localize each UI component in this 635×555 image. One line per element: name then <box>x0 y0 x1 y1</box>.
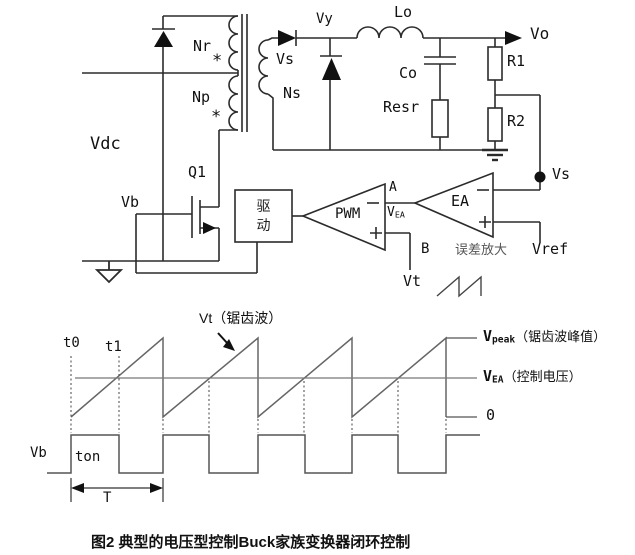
co-label: Co <box>399 64 418 82</box>
vea-level-label: VEA（控制电压） <box>483 367 582 386</box>
nr-winding-label: Nr <box>193 37 212 55</box>
r2-label: R2 <box>507 112 526 130</box>
lo-label: Lo <box>394 3 413 21</box>
r1-label: R1 <box>507 52 526 70</box>
t1-label: t1 <box>105 339 122 355</box>
vref-label: Vref <box>532 240 569 258</box>
vo-arrow-icon <box>505 31 522 45</box>
np-winding-label: Np <box>192 88 211 106</box>
error-amp-label: 误差放大 <box>455 242 508 257</box>
t0-label: t0 <box>63 335 80 351</box>
vb-pulse-waveform <box>47 434 480 474</box>
vdc-label: Vdc <box>90 134 121 154</box>
period-dimension <box>70 478 164 502</box>
vea-node-label: VEA <box>387 205 405 220</box>
error-amplifier-icon <box>412 171 541 243</box>
ea-label: EA <box>451 192 470 210</box>
secondary-rectifier-diode-icon <box>278 30 357 46</box>
inductor-lo-icon <box>356 26 424 39</box>
vy-node-label: Vy <box>316 11 333 27</box>
vs-winding-label: Vs <box>276 50 295 68</box>
input-a-label: A <box>389 180 397 195</box>
freewheeling-diode-icon <box>320 38 342 150</box>
nr-polarity-star: * <box>212 51 223 71</box>
vs-feedback-label: Vs <box>552 165 571 183</box>
gate-drive-wiring <box>135 213 258 274</box>
zero-level-label: 0 <box>486 406 496 424</box>
primary-side-wiring <box>82 15 239 262</box>
drive-box-label: 驱 动 <box>256 198 271 233</box>
sawtooth-glyph-icon <box>436 275 482 298</box>
timing-guides <box>70 356 447 433</box>
ns-winding-label: Ns <box>283 84 302 102</box>
ton-label: ton <box>75 449 101 465</box>
output-filter <box>273 26 505 151</box>
capacitor-co-icon <box>424 56 456 65</box>
feedback-divider <box>487 38 541 190</box>
ground-left-icon <box>94 261 124 284</box>
vb-node-label: Vb <box>121 193 140 211</box>
period-t-label: T <box>103 490 112 506</box>
sawtooth-callout-label: Vt（锯齿波） <box>199 310 283 326</box>
np-polarity-star: * <box>211 107 222 127</box>
resistor-r2-icon <box>487 107 503 142</box>
vpeak-label: Vpeak（锯齿波峰值） <box>483 327 607 346</box>
sawtooth-waveform <box>70 336 447 419</box>
input-b-label: B <box>421 241 430 257</box>
vt-callout-arrow-icon <box>217 332 235 351</box>
figure-caption: 图2 典型的电压型控制Buck家族变换器闭环控制 <box>91 534 411 551</box>
transformer-icon <box>218 14 278 207</box>
ground-earth-icon <box>482 148 508 162</box>
pwm-comparator-icon <box>292 182 415 270</box>
pwm-label: PWM <box>335 206 361 222</box>
resistor-resr-icon <box>431 99 449 138</box>
mosfet-q1-icon <box>191 196 220 261</box>
resistor-r1-icon <box>487 46 503 81</box>
reset-diode-icon <box>154 31 173 47</box>
vs-node-dot <box>534 171 546 183</box>
vb-waveform-label: Vb <box>30 445 47 461</box>
vo-label: Vo <box>530 24 550 43</box>
vt-label: Vt <box>403 272 422 290</box>
q1-label: Q1 <box>188 163 207 181</box>
resr-label: Resr <box>383 98 420 116</box>
